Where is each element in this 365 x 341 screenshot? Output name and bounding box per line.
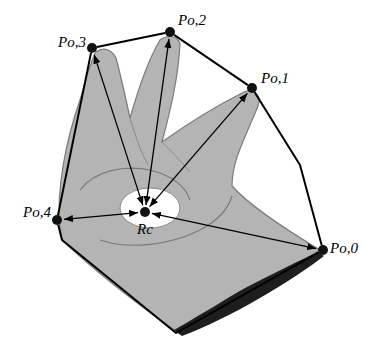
point-label: Po,1	[261, 70, 289, 86]
hand-shape	[59, 37, 320, 334]
point-dot: Po,3	[87, 43, 97, 53]
distance-arrow	[146, 39, 169, 205]
finger-crease	[162, 142, 190, 172]
point-label: Rc	[137, 221, 153, 237]
distance-arrow	[94, 55, 143, 206]
distance-arrow	[64, 213, 138, 220]
distance-arrow	[152, 213, 316, 248]
point-dot: Po,2	[165, 27, 175, 37]
hull-line	[97, 33, 165, 47]
hull-line	[255, 92, 322, 245]
point-label: Po,3	[58, 34, 86, 50]
finger-crease	[130, 118, 148, 165]
point-dot: Po,1	[247, 83, 257, 93]
point-label: Po,2	[178, 12, 206, 28]
hull-line	[174, 35, 248, 85]
point-dot: Rc	[140, 207, 150, 217]
wrist-sleeve	[174, 252, 324, 336]
hull-line	[58, 53, 91, 215]
distance-arrow	[150, 93, 248, 206]
point-label: Po,0	[330, 240, 358, 256]
point-dot: Po,0	[318, 245, 328, 255]
point-dot: Po,4	[52, 215, 62, 225]
point-label: Po,4	[23, 204, 51, 220]
